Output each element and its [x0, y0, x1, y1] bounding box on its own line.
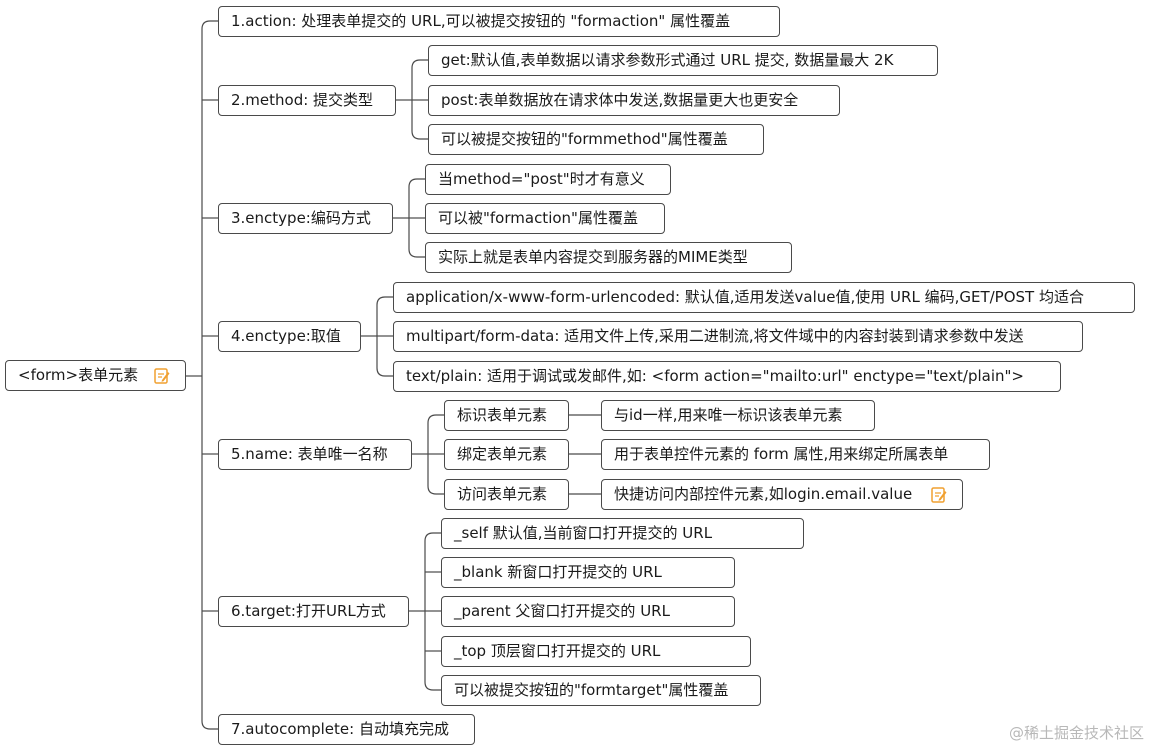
- detail-label: 与id一样,用来唯一标识该表单元素: [614, 406, 843, 424]
- branch-label: 4.enctype:取值: [231, 327, 341, 345]
- name-access[interactable]: 访问表单元素: [444, 479, 569, 510]
- leaf-label: _self 默认值,当前窗口打开提交的 URL: [454, 524, 713, 542]
- branch-enctype-values[interactable]: 4.enctype:取值: [218, 321, 361, 352]
- leaf-label: text/plain: 适用于调试或发邮件,如: <form action="m…: [406, 367, 1024, 385]
- connector-line: [424, 532, 441, 611]
- leaf-label: 标识表单元素: [457, 406, 548, 424]
- target-blank[interactable]: _blank 新窗口打开提交的 URL: [441, 557, 735, 588]
- leaf-label: 可以被提交按钮的"formtarget"属性覆盖: [454, 681, 729, 699]
- detail-label: 用于表单控件元素的 form 属性,用来绑定所属表单: [614, 445, 949, 463]
- connector-line: [411, 100, 428, 140]
- branch-target[interactable]: 6.target:打开URL方式: [218, 596, 409, 627]
- leaf-label: 可以被提交按钮的"formmethod"属性覆盖: [441, 130, 728, 148]
- connector-line: [376, 296, 393, 336]
- detail-label: 快捷访问内部控件元素,如login.email.value: [614, 485, 913, 503]
- leaf-label: _blank 新窗口打开提交的 URL: [454, 563, 662, 581]
- leaf-label: 访问表单元素: [457, 485, 548, 503]
- enctype-override[interactable]: 可以被"formaction"属性覆盖: [425, 203, 665, 234]
- target-top[interactable]: _top 顶层窗口打开提交的 URL: [441, 636, 751, 667]
- leaf-label: 可以被"formaction"属性覆盖: [438, 209, 638, 227]
- branch-name[interactable]: 5.name: 表单唯一名称: [218, 439, 412, 470]
- connector-line: [424, 611, 441, 691]
- enctype-multipart[interactable]: multipart/form-data: 适用文件上传,采用二进制流,将文件域中…: [393, 321, 1083, 352]
- leaf-label: _top 顶层窗口打开提交的 URL: [454, 642, 661, 660]
- leaf-label: multipart/form-data: 适用文件上传,采用二进制流,将文件域中…: [406, 327, 1024, 345]
- connector-line: [427, 414, 444, 454]
- leaf-label: 当method="post"时才有意义: [438, 170, 645, 188]
- name-bind-detail[interactable]: 用于表单控件元素的 form 属性,用来绑定所属表单: [601, 439, 990, 470]
- enctype-post-only[interactable]: 当method="post"时才有意义: [425, 164, 671, 195]
- connector-line: [408, 218, 425, 258]
- connector-line: [427, 454, 444, 495]
- name-access-detail[interactable]: 快捷访问内部控件元素,如login.email.value: [601, 479, 963, 510]
- watermark: @稀土掘金技术社区: [1008, 724, 1144, 742]
- method-get[interactable]: get:默认值,表单数据以请求参数形式通过 URL 提交, 数据量最大 2K: [428, 45, 938, 76]
- branch-label: 3.enctype:编码方式: [231, 209, 371, 227]
- connector-line: [411, 59, 428, 100]
- branch-enctype[interactable]: 3.enctype:编码方式: [218, 203, 393, 234]
- connector-line: [376, 336, 393, 377]
- target-self[interactable]: _self 默认值,当前窗口打开提交的 URL: [441, 518, 804, 549]
- name-identify[interactable]: 标识表单元素: [444, 400, 569, 431]
- branch-autocomplete[interactable]: 7.autocomplete: 自动填充完成: [218, 714, 475, 745]
- connector-line: [408, 178, 425, 218]
- connector-line: [201, 376, 218, 730]
- branch-label: 7.autocomplete: 自动填充完成: [231, 720, 449, 738]
- root-label: <form>表单元素: [18, 366, 139, 384]
- name-identify-detail[interactable]: 与id一样,用来唯一标识该表单元素: [601, 400, 875, 431]
- enctype-urlencoded[interactable]: application/x-www-form-urlencoded: 默认值,适…: [393, 282, 1135, 313]
- enctype-mime[interactable]: 实际上就是表单内容提交到服务器的MIME类型: [425, 242, 792, 273]
- target-parent[interactable]: _parent 父窗口打开提交的 URL: [441, 596, 735, 627]
- connector-line: [201, 20, 218, 376]
- leaf-label: get:默认值,表单数据以请求参数形式通过 URL 提交, 数据量最大 2K: [441, 51, 894, 69]
- target-override[interactable]: 可以被提交按钮的"formtarget"属性覆盖: [441, 675, 761, 706]
- enctype-text-plain[interactable]: text/plain: 适用于调试或发邮件,如: <form action="m…: [393, 361, 1061, 392]
- name-bind[interactable]: 绑定表单元素: [444, 439, 569, 470]
- branch-action[interactable]: 1.action: 处理表单提交的 URL,可以被提交按钮的 "formacti…: [218, 6, 780, 37]
- leaf-label: post:表单数据放在请求体中发送,数据量更大也更安全: [441, 91, 799, 109]
- leaf-label: _parent 父窗口打开提交的 URL: [454, 602, 670, 620]
- leaf-label: 绑定表单元素: [457, 445, 548, 463]
- method-post[interactable]: post:表单数据放在请求体中发送,数据量更大也更安全: [428, 85, 840, 116]
- note-edit-icon[interactable]: [154, 367, 170, 384]
- branch-label: 2.method: 提交类型: [231, 91, 374, 109]
- branch-label: 5.name: 表单唯一名称: [231, 445, 388, 463]
- branch-label: 6.target:打开URL方式: [231, 602, 386, 620]
- method-override[interactable]: 可以被提交按钮的"formmethod"属性覆盖: [428, 124, 764, 155]
- root-node[interactable]: <form>表单元素: [5, 360, 186, 391]
- leaf-label: application/x-www-form-urlencoded: 默认值,适…: [406, 288, 1084, 306]
- branch-label: 1.action: 处理表单提交的 URL,可以被提交按钮的 "formacti…: [231, 12, 731, 30]
- branch-method[interactable]: 2.method: 提交类型: [218, 85, 396, 116]
- leaf-label: 实际上就是表单内容提交到服务器的MIME类型: [438, 248, 748, 266]
- note-edit-icon[interactable]: [931, 486, 947, 503]
